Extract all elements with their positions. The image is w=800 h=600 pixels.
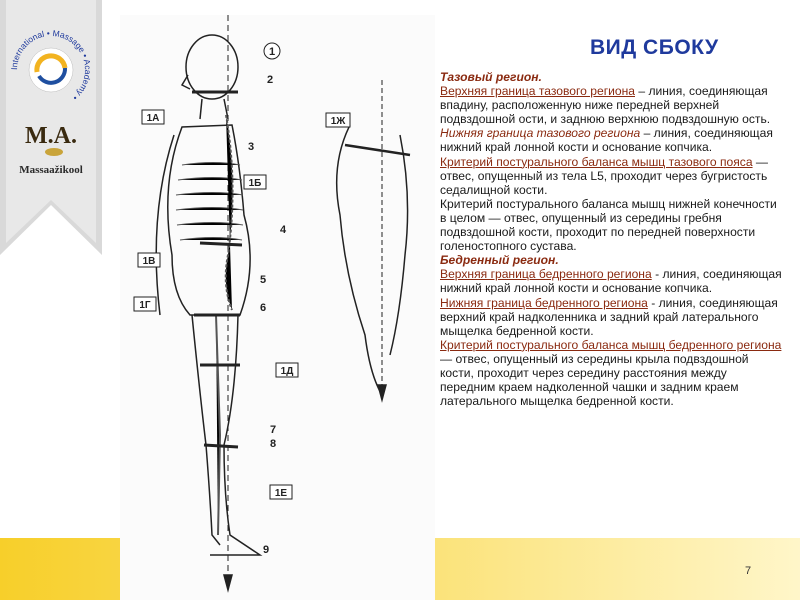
number-7: 7 [270,424,276,436]
number-4: 4 [280,224,287,236]
label-1zh: 1Ж [331,116,347,127]
slide-title: ВИД СБОКУ [590,36,719,59]
logo-mark: M.A. [25,123,77,149]
pelvic-lower-border: Нижняя граница тазового региона – линия,… [440,126,773,155]
femoral-criterion: Критерий постурального баланса мышц бедр… [440,337,782,409]
pelvic-criterion: Критерий постурального баланса мышц тазо… [440,154,769,197]
pelvic-heading: Тазовый регион. [440,70,542,84]
number-1: 1 [269,46,275,58]
logo-swirl-icon [34,53,68,73]
femoral-lower-border: Нижняя граница бедренного региона - лини… [440,295,778,338]
limb-criterion: Критерий постурального баланса мышц нижн… [440,196,777,254]
number-3: 3 [248,141,254,153]
label-1d: 1Д [281,366,294,377]
label-1b: 1Б [249,178,262,189]
page-number: 7 [745,565,752,577]
label-1v: 1В [143,256,156,267]
logo-hands-icon [45,148,63,156]
logo-brand-text: Massaažikool [19,164,83,176]
number-9: 9 [263,544,269,556]
number-5: 5 [260,274,266,286]
label-1a: 1А [147,113,160,124]
label-1g: 1Г [139,300,151,311]
label-1e: 1Е [275,488,288,499]
femoral-upper-border: Верхняя граница бедренного региона - лин… [440,267,782,296]
number-8: 8 [270,438,276,450]
academy-logo-ribbon: International • Massage • Academy • M.A.… [0,0,102,255]
femoral-heading: Бедренный регион. [440,253,559,268]
side-view-skeleton-diagram: 1А 1Б 1В 1Г 1Д 1Е 1Ж 1 2 3 4 5 6 7 8 9 [133,15,411,593]
number-6: 6 [260,302,266,314]
posture-diagram: 1А 1Б 1В 1Г 1Д 1Е 1Ж 1 2 3 4 5 6 7 8 9 [120,15,435,600]
pelvic-upper-border: Верхняя граница тазового региона – линия… [440,84,771,127]
description-text: Тазовый регион. Верхняя граница тазового… [440,70,785,408]
logo-graphic: International • Massage • Academy • M.A.… [0,0,102,255]
number-2: 2 [267,74,273,86]
